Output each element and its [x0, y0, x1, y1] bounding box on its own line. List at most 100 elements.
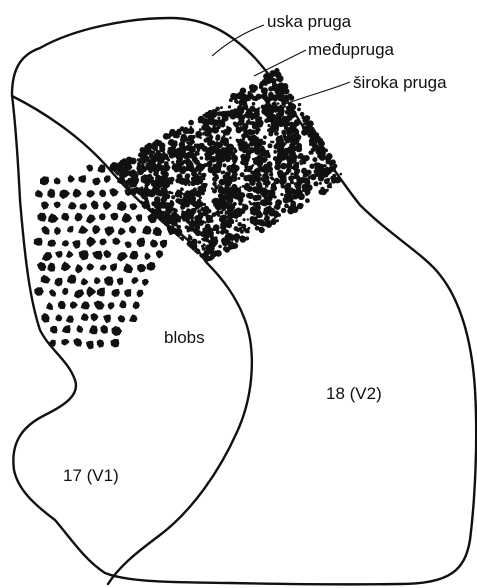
stripe-speck — [247, 218, 249, 220]
blob-dot — [94, 301, 105, 310]
blob-dot — [100, 325, 108, 334]
blob-dot — [77, 325, 84, 333]
stripe-speck — [317, 138, 323, 144]
stripe-speck — [237, 177, 240, 180]
stripe-speck — [137, 206, 142, 211]
stripe-speck — [165, 266, 169, 270]
stripe-speck — [266, 109, 269, 112]
stripe-speck — [213, 164, 217, 168]
stripe-speck — [160, 275, 165, 280]
stripe-speck — [230, 189, 233, 192]
blob-dot — [125, 241, 132, 248]
stripe-speck — [209, 159, 212, 162]
blob-dot — [54, 202, 61, 209]
stripe-speck — [268, 86, 273, 91]
blob-dot — [109, 188, 118, 197]
stripe-speck — [172, 238, 175, 241]
blob-dot — [147, 262, 156, 271]
stripe-speck — [237, 140, 240, 143]
stripe-speck — [189, 139, 194, 144]
stripe-speck — [229, 203, 234, 208]
stripe-speck — [271, 183, 275, 187]
stripe-speck — [144, 236, 147, 239]
stripe-speck — [308, 175, 312, 179]
stripe-speck — [244, 143, 250, 149]
stripe-speck — [311, 148, 316, 153]
stripe-speck — [175, 198, 180, 203]
stripe-speck — [165, 248, 170, 253]
blob-dot — [129, 226, 136, 234]
stripe-speck — [206, 133, 209, 136]
stripe-speck — [156, 209, 162, 215]
blob-dot — [129, 314, 138, 322]
blob-dot — [91, 200, 99, 209]
blob-dot — [108, 302, 115, 310]
blob-dot — [37, 262, 47, 271]
stripe-speck — [312, 132, 318, 138]
stripe-speck — [171, 263, 176, 268]
blob-dot — [73, 338, 82, 347]
blob-dot — [41, 226, 49, 235]
stripe-speck — [172, 247, 179, 254]
stripe-speck — [171, 240, 177, 246]
blob-dot — [145, 252, 151, 260]
stripe-speck — [158, 220, 160, 222]
stripe-speck — [284, 126, 288, 130]
stripe-speck — [189, 221, 196, 228]
stripe-speck — [208, 135, 213, 140]
blob-dot — [68, 175, 75, 183]
stripe-speck — [135, 187, 138, 190]
stripe-speck — [184, 264, 188, 268]
stripe-speck — [284, 203, 289, 208]
stripe-speck — [282, 172, 287, 177]
stripe-speck — [158, 236, 162, 240]
blob-dot — [136, 214, 143, 222]
stripe-speck — [256, 141, 262, 147]
stripe-speck — [182, 271, 185, 274]
stripe-speck — [150, 160, 153, 163]
stripe-speck — [199, 221, 201, 223]
stripe-speck — [150, 177, 154, 181]
stripe-speck — [184, 270, 188, 274]
blob-dot — [112, 289, 120, 297]
stripe-speck — [266, 116, 272, 122]
stripe-speck — [217, 214, 220, 217]
blob-dot — [81, 313, 89, 321]
stripe-speck — [194, 179, 196, 181]
stripe-speck — [268, 201, 273, 206]
stripe-speck — [247, 184, 250, 187]
stripe-speck — [169, 242, 173, 246]
stripe-speck — [139, 153, 143, 157]
stripe-speck — [186, 216, 191, 221]
blob-dot — [100, 239, 107, 246]
blob-dot — [104, 276, 114, 286]
blob-dot — [99, 213, 106, 220]
stripe-speck — [184, 183, 187, 186]
stripe-speck — [270, 141, 272, 143]
stripe-speck — [318, 163, 321, 166]
blob-dot — [142, 279, 149, 286]
stripe-speck — [159, 271, 165, 277]
stripe-speck — [287, 186, 289, 188]
stripe-speck — [150, 278, 155, 283]
stripe-speck — [202, 173, 207, 178]
stripe-speck — [112, 180, 116, 184]
stripe-speck — [116, 168, 120, 172]
blob-dot — [49, 289, 56, 297]
blob-dot — [86, 341, 94, 350]
stripe-speck — [176, 166, 180, 170]
stripe-speck — [161, 203, 166, 208]
stripe-speck — [169, 129, 176, 136]
stripe-speck — [176, 249, 182, 255]
stripe-speck — [243, 228, 246, 231]
stripe-speck — [212, 212, 217, 217]
blob-dot — [81, 301, 90, 309]
label-area-17: 17 (V1) — [63, 466, 119, 485]
blob-dot — [92, 251, 103, 260]
stripe-speck — [198, 120, 201, 123]
stripe-speck — [255, 202, 259, 206]
blob-dot — [41, 313, 49, 323]
stripe-speck — [220, 230, 225, 235]
blob-dot — [137, 290, 144, 298]
stripe-speck — [208, 110, 213, 115]
